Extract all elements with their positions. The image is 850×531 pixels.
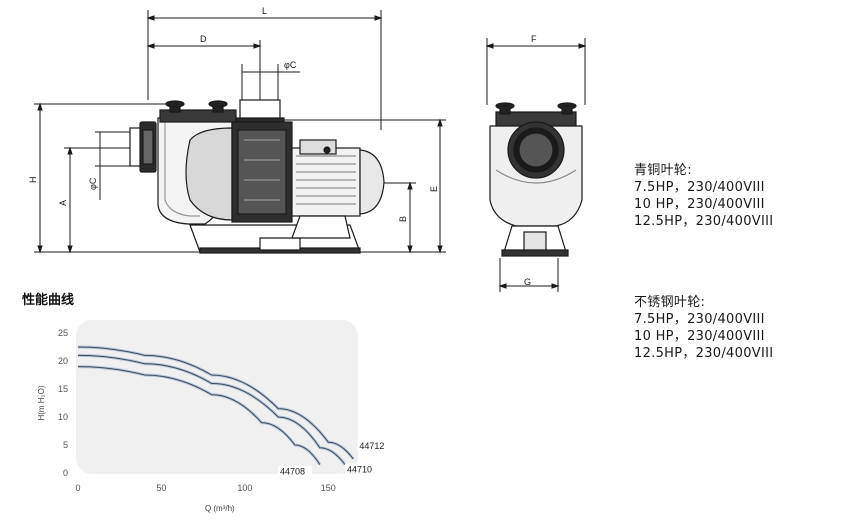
- dimension-phiC-top: [241, 64, 300, 100]
- spec-bronze-heading: 青铜叶轮:: [634, 163, 692, 178]
- series-label-bg: [357, 440, 392, 452]
- dim-label-E: E: [429, 186, 439, 192]
- spec-steel-line: 12.5HP，230/400VIII: [634, 346, 774, 361]
- x-tick-label: 50: [156, 483, 166, 493]
- y-tick-label: 5: [63, 440, 68, 450]
- dimension-G: [498, 258, 560, 292]
- y-axis-label: H(m H₂O): [37, 385, 46, 420]
- series-line: [77, 366, 321, 465]
- dimension-L: [146, 10, 383, 130]
- spec-steel-heading: 不锈钢叶轮:: [634, 295, 706, 310]
- dim-label-L: L: [262, 6, 267, 16]
- pump-front-view: [489, 102, 583, 257]
- dim-label-G: G: [524, 277, 531, 287]
- y-tick-label: 15: [58, 384, 68, 394]
- spec-steel-line: 10 HP，230/400VIII: [634, 329, 765, 344]
- dimension-H: [34, 102, 200, 254]
- x-axis-label: Q (m³/h): [205, 504, 235, 513]
- y-tick-label: 20: [58, 356, 68, 366]
- spec-bronze-line: 10 HP，230/400VIII: [634, 197, 765, 212]
- x-tick-label: 0: [75, 483, 80, 493]
- curve-title: 性能曲线: [22, 293, 75, 308]
- dim-label-B: B: [398, 216, 408, 222]
- pump-side-view: [129, 99, 385, 254]
- spec-steel-impeller: 不锈钢叶轮: 7.5HP，230/400VIII 10 HP，230/400VI…: [634, 294, 773, 362]
- dim-label-F: F: [531, 34, 537, 44]
- spec-steel-line: 7.5HP，230/400VIII: [634, 312, 765, 327]
- series-label: 44712: [359, 441, 384, 451]
- dimension-D: [146, 40, 262, 100]
- y-tick-label: 10: [58, 412, 68, 422]
- dim-label-H: H: [28, 177, 38, 184]
- y-tick-label: 0: [63, 468, 68, 478]
- series-line: [77, 354, 346, 465]
- series-line: [77, 346, 354, 460]
- spec-bronze-line: 12.5HP，230/400VIII: [634, 214, 774, 229]
- spec-bronze-line: 7.5HP，230/400VIII: [634, 180, 765, 195]
- series-label: 44708: [280, 467, 305, 477]
- dim-label-A: A: [58, 200, 68, 206]
- series-label-bg: [344, 463, 379, 476]
- dim-label-D: D: [200, 34, 207, 44]
- series-label-bg: [277, 465, 312, 478]
- series-label: 44710: [347, 465, 372, 475]
- spec-bronze-impeller: 青铜叶轮: 7.5HP，230/400VIII 10 HP，230/400VII…: [634, 162, 773, 230]
- x-tick-label: 150: [321, 483, 336, 493]
- dimension-phiC-side: [95, 131, 135, 200]
- dim-label-phiC-top: φC: [284, 60, 297, 70]
- dimension-F: [485, 38, 587, 105]
- x-tick-label: 100: [237, 483, 252, 493]
- chart-background: [76, 320, 358, 474]
- dim-label-phiC-side: φC: [88, 177, 98, 190]
- y-tick-label: 25: [58, 328, 68, 338]
- performance-chart: 0 5 10 15 20 25 0 50 100 150 Q (m³/h) H(m H₂O) 44712…: [37, 320, 392, 513]
